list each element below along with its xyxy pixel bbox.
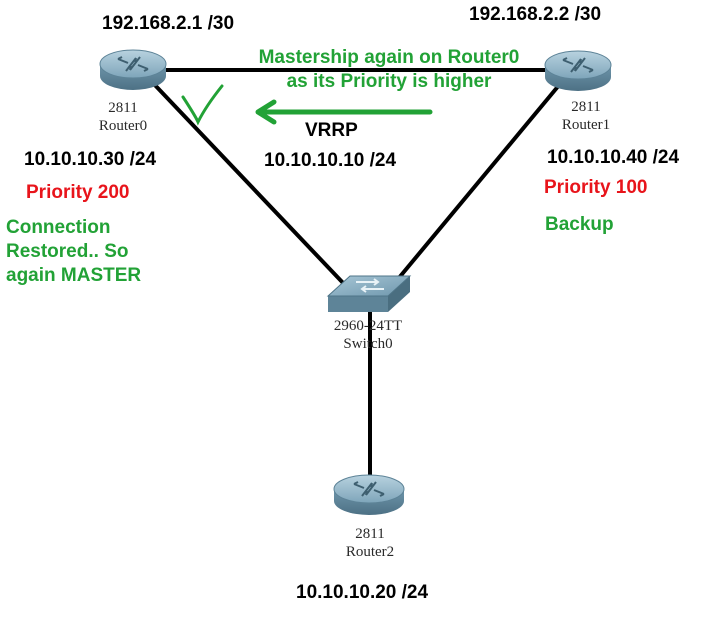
- switch0-icon: [326, 275, 412, 312]
- router0-model: 2811: [108, 100, 138, 116]
- router0-label: 2811 Router0: [98, 99, 148, 135]
- router1-status: Backup: [545, 214, 614, 235]
- router1-lan-ip: 10.10.10.40 /24: [547, 147, 680, 168]
- router2-label: 2811 Router2: [335, 525, 405, 561]
- router1-icon: [544, 50, 612, 91]
- router0-priority: Priority 200: [26, 182, 130, 203]
- link-router0-switch0: [150, 80, 347, 287]
- router2-icon: [333, 474, 405, 515]
- link-router1-switch0: [391, 82, 562, 287]
- router1-link-ip: 192.168.2.2 /30: [469, 4, 602, 25]
- vrrp-mastership-note: Mastership again on Router0 as its Prior…: [258, 47, 520, 92]
- router0-lan-ip: 10.10.10.30 /24: [24, 149, 157, 170]
- vrrp-arrow-icon: [255, 99, 433, 125]
- router0-link-ip: 192.168.2.1 /30: [102, 13, 235, 34]
- router2-lan-ip: 10.10.10.20 /24: [296, 582, 429, 603]
- router0-icon: [99, 49, 167, 90]
- router0-status: Connection Restored.. So again MASTER: [6, 217, 142, 286]
- switch0-name: Switch0: [343, 336, 393, 352]
- router0-name: Router0: [98, 118, 148, 134]
- router2-model: 2811: [355, 526, 385, 542]
- vrrp-virtual-ip: 10.10.10.10 /24: [264, 150, 397, 171]
- router1-model: 2811: [571, 99, 601, 115]
- switch0-label: 2960-24TT Switch0: [318, 317, 418, 353]
- router2-name: Router2: [345, 544, 395, 560]
- router1-priority: Priority 100: [544, 177, 648, 198]
- checkmark-icon: [181, 84, 224, 126]
- router1-label: 2811 Router1: [556, 98, 616, 134]
- switch0-model: 2960-24TT: [333, 318, 403, 334]
- router1-name: Router1: [561, 117, 611, 133]
- vrrp-protocol-label: VRRP: [305, 120, 358, 141]
